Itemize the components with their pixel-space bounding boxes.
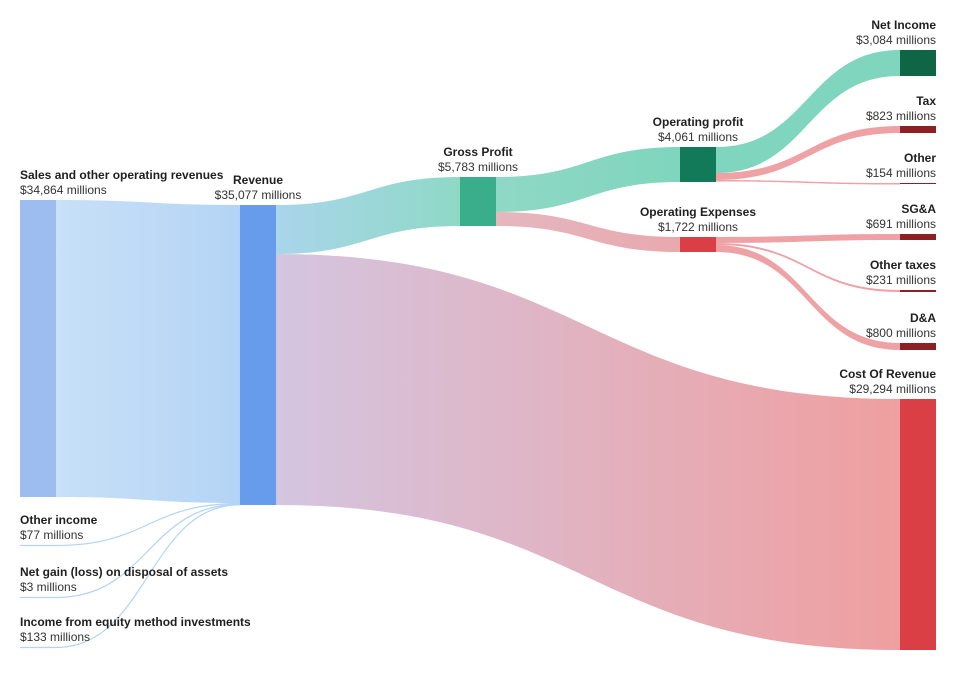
node-label-net_income: Net Income <box>871 18 936 32</box>
node-label-gross_profit: Gross Profit <box>443 145 512 159</box>
node-label-sga: SG&A <box>901 202 936 216</box>
link-gross_profit-to-operating_expenses <box>496 212 680 252</box>
node-other_taxes <box>900 290 936 292</box>
nodes-layer <box>20 50 936 650</box>
node-gross_profit <box>460 177 496 226</box>
link-operating_expenses-to-other_taxes <box>716 243 900 292</box>
link-operating_profit-to-other <box>716 180 900 185</box>
node-value-gross_profit: $5,783 millions <box>438 160 518 174</box>
node-label-revenue: Revenue <box>233 173 283 187</box>
node-value-cost_of_revenue: $29,294 millions <box>849 382 936 396</box>
node-value-other: $154 millions <box>866 166 936 180</box>
node-value-tax: $823 millions <box>866 109 936 123</box>
node-revenue <box>240 205 276 505</box>
node-value-sales: $34,864 millions <box>20 183 107 197</box>
node-label-other_taxes: Other taxes <box>870 258 936 272</box>
link-operating_expenses-to-da <box>716 245 900 350</box>
node-tax <box>900 126 936 133</box>
links-layer <box>20 50 900 650</box>
node-label-other_income: Other income <box>20 513 98 527</box>
node-label-equity_income: Income from equity method investments <box>20 615 251 629</box>
node-sga <box>900 234 936 240</box>
node-value-other_income: $77 millions <box>20 528 83 542</box>
node-cost_of_revenue <box>900 399 936 650</box>
node-value-da: $800 millions <box>866 326 936 340</box>
node-label-operating_expenses: Operating Expenses <box>640 205 756 219</box>
node-value-revenue: $35,077 millions <box>215 188 302 202</box>
link-revenue-to-cost_of_revenue <box>276 254 900 650</box>
node-value-net_income: $3,084 millions <box>856 33 936 47</box>
node-value-other_taxes: $231 millions <box>866 273 936 287</box>
link-operating_profit-to-tax <box>716 126 900 180</box>
labels-layer: Sales and other operating revenues$34,86… <box>20 18 936 644</box>
link-equity_income-to-revenue <box>20 504 241 649</box>
node-label-tax: Tax <box>916 94 936 108</box>
link-net_gain-to-revenue <box>20 503 241 599</box>
link-sales-to-revenue <box>56 200 240 503</box>
node-label-other: Other <box>904 151 936 165</box>
node-other <box>900 183 936 184</box>
link-revenue-to-gross_profit <box>276 177 460 254</box>
node-da <box>900 343 936 350</box>
node-label-net_gain: Net gain (loss) on disposal of assets <box>20 565 228 579</box>
node-value-net_gain: $3 millions <box>20 580 77 594</box>
node-value-sga: $691 millions <box>866 217 936 231</box>
node-operating_expenses <box>680 237 716 252</box>
node-label-operating_profit: Operating profit <box>653 115 744 129</box>
node-label-da: D&A <box>910 311 936 325</box>
node-label-sales: Sales and other operating revenues <box>20 168 224 182</box>
link-operating_expenses-to-sga <box>716 234 900 243</box>
link-operating_profit-to-net_income <box>716 50 900 173</box>
node-label-cost_of_revenue: Cost Of Revenue <box>839 367 936 381</box>
node-sales <box>20 200 56 497</box>
node-net_income <box>900 50 936 76</box>
node-value-operating_profit: $4,061 millions <box>658 130 738 144</box>
link-gross_profit-to-operating_profit <box>496 147 680 212</box>
node-value-operating_expenses: $1,722 millions <box>658 220 738 234</box>
node-operating_profit <box>680 147 716 182</box>
link-other_income-to-revenue <box>20 502 241 547</box>
node-value-equity_income: $133 millions <box>20 630 90 644</box>
